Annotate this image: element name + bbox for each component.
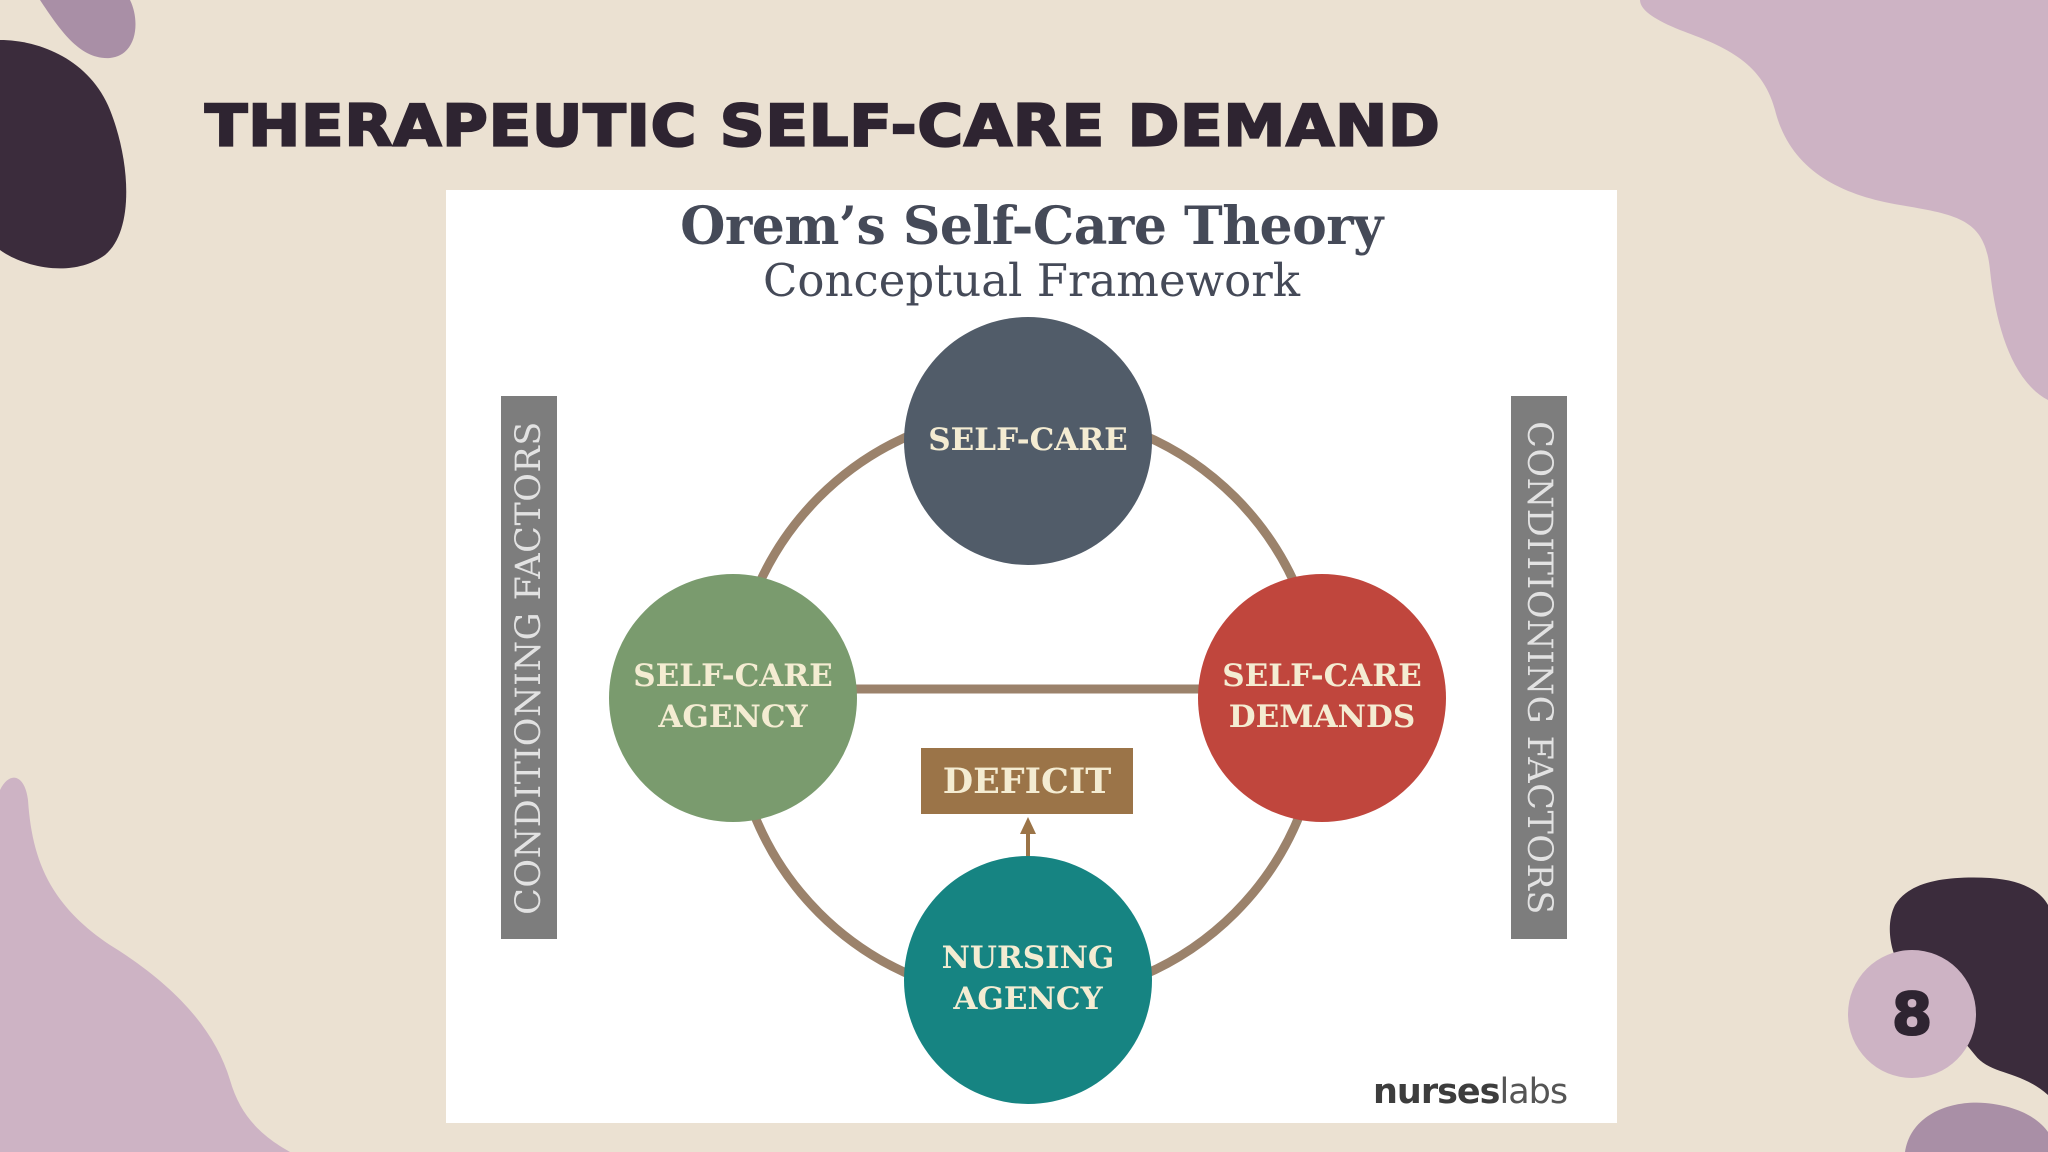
deficit-arrow-head bbox=[1020, 817, 1036, 834]
node-nursing-agency bbox=[904, 856, 1152, 1104]
blob-top-left-light bbox=[0, 0, 136, 59]
page-number: 8 bbox=[1891, 979, 1933, 1049]
deficit-label: DEFICIT bbox=[942, 760, 1112, 802]
left-conditioning-bar: CONDITIONING FACTORS bbox=[501, 396, 557, 939]
page-number-badge: 8 bbox=[1848, 950, 1976, 1078]
node-agency-label: SELF-CARE AGENCY bbox=[613, 656, 853, 738]
node-demands-label: SELF-CARE DEMANDS bbox=[1202, 656, 1442, 738]
right-conditioning-bar: CONDITIONING FACTORS bbox=[1511, 396, 1567, 939]
framework-diagram bbox=[609, 317, 1446, 1104]
node-demands-line2: DEMANDS bbox=[1228, 699, 1416, 735]
node-self-care bbox=[904, 317, 1152, 565]
blob-top-left-dark bbox=[0, 40, 127, 269]
diagram-panel: Orem’s Self-Care Theory Conceptual Frame… bbox=[446, 190, 1617, 1123]
blob-bottom-left bbox=[0, 777, 290, 1152]
node-self-care-line1: SELF-CARE bbox=[928, 422, 1128, 458]
slide-title: THERAPEUTIC SELF-CARE DEMAND bbox=[204, 91, 1441, 160]
diagram-subtitle: Conceptual Framework bbox=[763, 254, 1300, 307]
node-nursing-line2: AGENCY bbox=[953, 981, 1103, 1017]
brand-part1: nurses bbox=[1373, 1072, 1500, 1112]
diagram-title: Orem’s Self-Care Theory bbox=[680, 196, 1383, 257]
blob-bottom-right-light bbox=[1905, 1102, 2048, 1152]
brand-part2: labs bbox=[1499, 1072, 1569, 1112]
node-agency-line2: AGENCY bbox=[658, 699, 808, 735]
node-nursing-label: NURSING AGENCY bbox=[908, 938, 1148, 1020]
node-self-care-demands bbox=[1198, 574, 1446, 822]
node-self-care-agency bbox=[609, 574, 857, 822]
node-nursing-line1: NURSING bbox=[941, 940, 1115, 976]
blob-top-right bbox=[1640, 0, 2048, 400]
left-conditioning-text: CONDITIONING FACTORS bbox=[509, 420, 549, 915]
deficit-box: DEFICIT bbox=[921, 748, 1133, 814]
node-agency-line1: SELF-CARE bbox=[633, 658, 833, 694]
node-demands-line1: SELF-CARE bbox=[1222, 658, 1422, 694]
nurseslabs-logo: nurseslabs bbox=[1373, 1072, 1569, 1112]
node-self-care-label: SELF-CARE bbox=[908, 420, 1148, 461]
right-conditioning-text: CONDITIONING FACTORS bbox=[1519, 420, 1559, 915]
